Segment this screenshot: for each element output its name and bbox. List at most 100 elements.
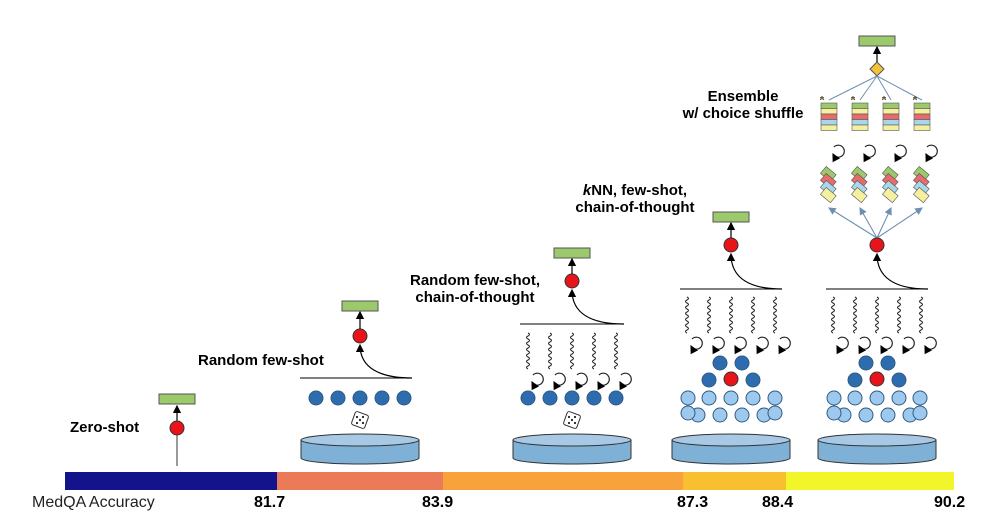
dice-pip	[573, 415, 577, 419]
cycle-icon	[778, 336, 791, 355]
method-label-random-few-shot-cot: Random few-shot, chain-of-thought	[400, 272, 550, 306]
database-top	[512, 433, 632, 447]
cycle-icon	[712, 336, 725, 355]
answer-card	[851, 119, 869, 126]
cycle-icon	[858, 336, 871, 355]
example-node	[767, 405, 783, 421]
tick-label: 88.4	[762, 494, 794, 511]
red-node	[723, 371, 739, 387]
answer-card	[851, 113, 869, 120]
database-icon	[817, 439, 937, 465]
cycle-icon	[575, 372, 588, 391]
example-node	[826, 405, 842, 421]
cycle-icon	[756, 336, 769, 355]
example-node	[712, 355, 728, 371]
cycle-icon	[619, 372, 632, 391]
ensemble-link	[876, 207, 892, 239]
method-label-line: kNN, few-shot,	[582, 182, 688, 199]
answer-card	[882, 108, 900, 115]
cycle-icon	[734, 336, 747, 355]
reasoning-squiggle	[897, 296, 901, 334]
example-node	[745, 390, 761, 406]
answer-card	[820, 119, 838, 126]
example-node	[745, 372, 761, 388]
cycle-icon	[531, 372, 544, 391]
dice-pip	[361, 415, 365, 419]
database-top	[671, 433, 791, 447]
reasoning-squiggle	[592, 332, 596, 370]
answer-card	[882, 113, 900, 120]
dice-pip	[355, 421, 359, 425]
ensemble-link	[859, 75, 878, 101]
tick-label: 81.7	[254, 494, 286, 511]
cycle-icon	[880, 336, 893, 355]
example-node	[542, 390, 558, 406]
red-node	[869, 237, 885, 253]
database-icon	[671, 439, 791, 465]
answer-card	[851, 102, 869, 109]
example-node	[308, 390, 324, 406]
database-top	[300, 433, 420, 447]
choice-card	[882, 187, 899, 204]
reasoning-squiggle	[729, 296, 733, 334]
aggregation-curve	[567, 288, 625, 325]
dice-pip	[355, 415, 359, 419]
answer-card	[820, 124, 838, 131]
example-node	[734, 355, 750, 371]
example-node	[701, 372, 717, 388]
cycle-icon	[832, 144, 845, 163]
tick-label: 90.2	[934, 494, 966, 511]
reasoning-squiggle	[831, 296, 835, 334]
cycle-icon	[690, 336, 703, 355]
accuracy-bar-segment	[786, 472, 954, 490]
reasoning-squiggle	[707, 296, 711, 334]
reasoning-squiggle	[773, 296, 777, 334]
reasoning-squiggle	[526, 332, 530, 370]
example-node	[712, 407, 728, 423]
ensemble-link	[876, 75, 923, 101]
accuracy-bar-segment	[277, 472, 443, 490]
cycle-icon	[836, 336, 849, 355]
reasoning-squiggle	[875, 296, 879, 334]
answer-card	[851, 108, 869, 115]
answer-box	[858, 35, 896, 47]
answer-card	[882, 102, 900, 109]
example-node	[564, 390, 580, 406]
axis-title: MedQA Accuracy	[32, 494, 155, 511]
accuracy-bar-segment	[683, 472, 786, 490]
example-node	[586, 390, 602, 406]
aggregation-curve	[355, 343, 413, 379]
example-node	[723, 390, 739, 406]
answer-card	[882, 124, 900, 131]
method-label-line: chain-of-thought	[415, 289, 535, 306]
method-label-line: w/ choice shuffle	[682, 105, 804, 122]
example-node	[847, 390, 863, 406]
reasoning-squiggle	[614, 332, 618, 370]
answer-box	[341, 300, 379, 312]
cycle-icon	[863, 144, 876, 163]
dice-pip	[567, 415, 571, 419]
cycle-icon	[553, 372, 566, 391]
red-node	[564, 273, 580, 289]
accuracy-bar-segment	[443, 472, 683, 490]
red-node	[352, 328, 368, 344]
example-node	[912, 390, 928, 406]
dice-pip	[361, 421, 365, 425]
answer-card	[820, 108, 838, 115]
ensemble-link	[876, 207, 923, 239]
choice-card	[851, 187, 868, 204]
aggregation-curve	[726, 252, 783, 290]
reasoning-squiggle	[685, 296, 689, 334]
answer-card	[913, 124, 931, 131]
ensemble-link	[828, 207, 878, 239]
star-icon	[850, 95, 856, 101]
reasoning-squiggle	[853, 296, 857, 334]
reasoning-squiggle	[751, 296, 755, 334]
method-label-knn-few-shot-cot: kNN, few-shot, chain-of-thought	[560, 182, 710, 216]
example-node	[734, 407, 750, 423]
cycle-icon	[894, 144, 907, 163]
reasoning-squiggle	[548, 332, 552, 370]
database-icon	[512, 439, 632, 465]
vote-diamond	[869, 61, 885, 77]
accuracy-bar-segment	[65, 472, 277, 490]
